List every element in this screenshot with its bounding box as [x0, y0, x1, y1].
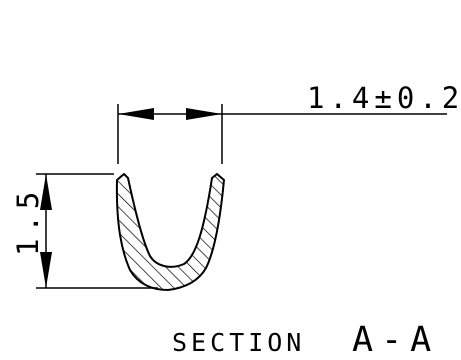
- section-label-text: A-A: [352, 320, 439, 360]
- width-arrow-left: [118, 108, 154, 120]
- width-dimension-text: 1.4±0.2: [307, 81, 461, 115]
- height-dimension-text: 1.5: [11, 186, 45, 256]
- height-arrow-bottom: [40, 252, 52, 288]
- section-prefix-text: SECTION: [172, 328, 305, 357]
- u-profile-section: [115, 173, 225, 291]
- width-arrow-right: [186, 108, 222, 120]
- height-arrow-top: [40, 174, 52, 210]
